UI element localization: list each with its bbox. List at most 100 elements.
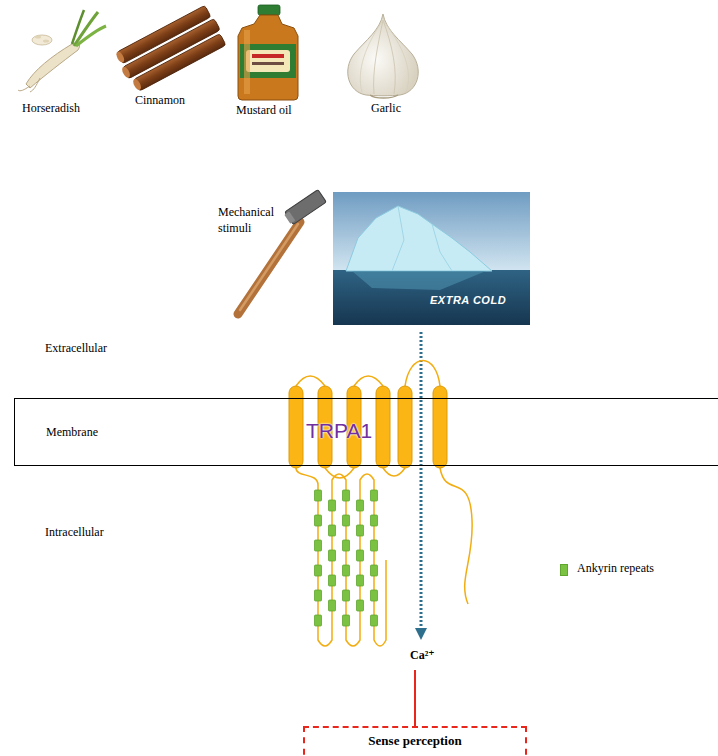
mustard-oil-bottle-part: [244, 30, 250, 94]
cinnamon-picture-part-part: [133, 34, 226, 91]
ion-flow-arrow-part: [420, 332, 423, 634]
trpa1-channel-part-part: [371, 490, 378, 501]
trpa1-channel-part-part: [329, 550, 336, 561]
figure-label: Cinnamon: [135, 93, 185, 109]
mustard-oil-bottle-part: [246, 50, 290, 72]
trpa1-channel-part-part: [315, 590, 322, 601]
garlic-picture-part: [383, 20, 395, 94]
trpa1-channel-part-part: [315, 515, 322, 526]
cinnamon-picture-part-part: [121, 65, 132, 78]
trpa1-channel-part-part: [315, 540, 322, 551]
figure-label: Extracellular: [45, 341, 107, 357]
garlic-picture-part: [374, 20, 383, 94]
hammer-picture-part: [283, 190, 326, 226]
trpa1-channel-part: [296, 361, 472, 647]
iceberg-picture-part: [333, 270, 530, 325]
cinnamon-picture-part-part: [115, 50, 126, 63]
trpa1-channel-part-part: [329, 575, 336, 586]
trpa1-channel-part-part: [357, 550, 364, 561]
trpa1-channel-part-part: [343, 515, 350, 526]
iceberg-picture-part: [432, 224, 452, 271]
trpa1-channel-part-part: [357, 575, 364, 586]
mustard-oil-bottle-part: [252, 54, 284, 58]
trpa1-channel-part-part: [296, 376, 325, 386]
cinnamon-picture-part: [113, 4, 228, 93]
garlic-picture-part: [360, 20, 383, 92]
trpa1-channel-part-part: [325, 468, 354, 478]
cinnamon-picture-part-part: [132, 78, 143, 91]
horseradish-picture: [18, 10, 106, 92]
iceberg-picture-part: [352, 271, 486, 290]
figure-label: Horseradish: [22, 101, 80, 117]
garlic-picture-part: [370, 95, 398, 98]
trpa1-channel-part-part: [343, 540, 350, 551]
horseradish-picture-part: [35, 36, 41, 39]
horseradish-picture-part: [32, 35, 52, 45]
hammer-picture-part: [238, 222, 300, 314]
garlic-picture-part: [348, 14, 418, 96]
ion-flow-arrow: [421, 332, 422, 634]
trpa1-channel-part-part: [329, 600, 336, 611]
trpa1-channel-part-part: [343, 590, 350, 601]
trpa1-channel-part-part: [357, 600, 364, 611]
figure-label: Mechanical stimuli: [218, 205, 288, 236]
trpa1-channel-part-part: [315, 565, 322, 576]
node-label: Membrane: [46, 425, 98, 440]
trpa1-channel-part-part: [329, 525, 336, 536]
trpa1-channel-part-part: [357, 500, 364, 511]
horseradish-picture-part: [26, 43, 80, 88]
trpa1-channel-part-part: [371, 590, 378, 601]
trpa1-channel-part-part: [405, 361, 440, 387]
figure-label: Intracellular: [45, 525, 104, 541]
trpa1-channel-part-part: [371, 515, 378, 526]
horseradish-picture-part: [76, 26, 106, 46]
horseradish-picture-part: [30, 78, 40, 92]
mustard-oil-bottle: [238, 5, 298, 100]
iceberg-picture-part: [392, 206, 404, 271]
trpa1-channel-part-part: [357, 525, 364, 536]
figure-label: Garlic: [371, 101, 401, 117]
trpa1-channel-part-part: [343, 565, 350, 576]
hammer-picture-part: [240, 224, 298, 310]
horseradish-picture-part: [72, 10, 84, 44]
figure-label: EXTRA COLD: [430, 293, 506, 307]
iceberg-picture-part: [346, 206, 492, 271]
figure-label: TRPA1: [306, 417, 372, 444]
iceberg-picture-part: [333, 192, 530, 272]
outcome-box: Sense perception: [303, 726, 527, 756]
trpa1-channel-part-part: [296, 468, 386, 646]
signal-line-part: [414, 670, 416, 726]
mustard-oil-bottle-part: [258, 5, 280, 15]
mustard-oil-bottle-part: [252, 62, 284, 65]
figure-label: Mustard oil: [236, 103, 292, 119]
trpa1-channel-part-part: [383, 468, 405, 476]
legend-text: Ankyrin repeats: [577, 561, 654, 576]
figure-label: Ca²⁺: [410, 648, 435, 664]
garlic-picture: [348, 14, 418, 98]
trpa1-channel-part-part: [440, 468, 472, 604]
hammer-picture-part-part: [285, 190, 327, 225]
trpa1-channel-part: [315, 490, 378, 626]
garlic-picture-part: [383, 20, 409, 92]
trpa1-channel-part-part: [343, 490, 350, 501]
trpa1-channel-part-part: [343, 615, 350, 626]
trpa1-channel-part-part: [315, 615, 322, 626]
hammer-picture-part-part: [284, 211, 295, 223]
trpa1-channel-part-part: [354, 376, 383, 386]
iceberg-picture: [333, 192, 530, 325]
trpa1-channel-part-part: [315, 490, 322, 501]
trpa1-channel: [289, 361, 472, 647]
trpa1-channel-part-part: [371, 565, 378, 576]
mustard-oil-bottle-part: [238, 15, 298, 100]
cinnamon-picture: [113, 4, 228, 93]
horseradish-picture-part: [18, 86, 30, 91]
legend-swatch: [560, 564, 568, 576]
trpa1-channel-part-part: [371, 615, 378, 626]
horseradish-picture-part: [43, 40, 49, 43]
node-label: Sense perception: [368, 733, 461, 749]
trpa1-channel-part-part: [329, 500, 336, 511]
trpa1-channel-part-part: [371, 540, 378, 551]
signal-line: [415, 670, 416, 726]
